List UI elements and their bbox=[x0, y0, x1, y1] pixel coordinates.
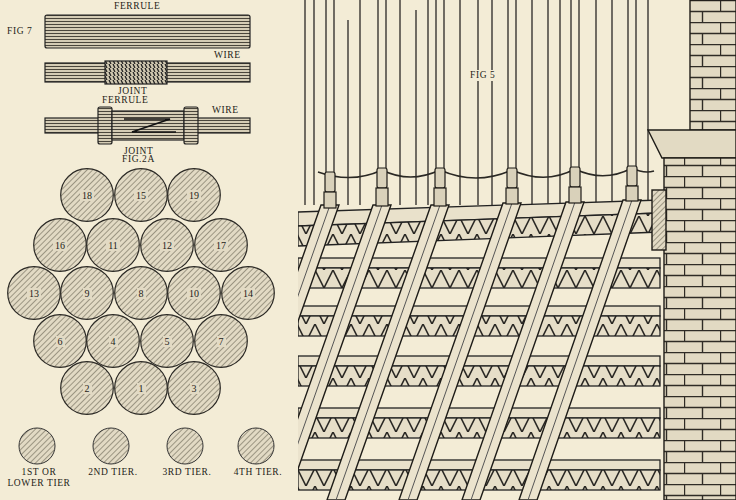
callout-number: 9 bbox=[83, 288, 92, 299]
wire-strand: 17 bbox=[194, 218, 248, 272]
callout-number: 2 bbox=[83, 383, 92, 394]
part-label: FERRULE bbox=[100, 95, 150, 106]
callout-number: 5 bbox=[163, 336, 172, 347]
wire-strand: 13 bbox=[7, 266, 61, 320]
wire-strand: 4 bbox=[86, 314, 140, 368]
wire-strand: 8 bbox=[114, 266, 168, 320]
wire-strand: 11 bbox=[86, 218, 140, 272]
callout-number: 3 bbox=[190, 383, 199, 394]
strand-circle bbox=[87, 219, 140, 272]
wire-strand: 2 bbox=[60, 361, 114, 415]
wire-strand: 5 bbox=[140, 314, 194, 368]
callout-number: 14 bbox=[241, 288, 255, 299]
callout-number: 18 bbox=[80, 190, 94, 201]
callout-number: 11 bbox=[106, 240, 120, 251]
strand-circle bbox=[195, 315, 248, 368]
strand-circle bbox=[34, 315, 87, 368]
wire-strand: 15 bbox=[114, 168, 168, 222]
fig5-bridge-drawing bbox=[298, 0, 736, 500]
callout-number: 8 bbox=[137, 288, 146, 299]
fig7-drawing bbox=[45, 15, 250, 144]
strand-circle bbox=[115, 267, 168, 320]
strand-circle bbox=[168, 169, 221, 222]
wire-strand: 12 bbox=[140, 218, 194, 272]
tier-label: 4TH TIER. bbox=[224, 467, 292, 478]
figure-label: FIG.2A bbox=[120, 154, 157, 165]
strand-circle bbox=[61, 362, 114, 415]
callout-number: 6 bbox=[56, 336, 65, 347]
strand-circle bbox=[87, 315, 140, 368]
tier-label: 1ST OR LOWER TIER bbox=[5, 467, 73, 489]
wire-strand: 3 bbox=[167, 361, 221, 415]
callout-number: 12 bbox=[160, 240, 174, 251]
figure-label: FIG 7 bbox=[5, 26, 34, 37]
wire-strand: 10 bbox=[167, 266, 221, 320]
callout-number: 19 bbox=[187, 190, 201, 201]
wire-strand: 16 bbox=[33, 218, 87, 272]
callout-number: 17 bbox=[214, 240, 228, 251]
strand-circle bbox=[8, 267, 61, 320]
wire-strand: 19 bbox=[167, 168, 221, 222]
wire-strand: 14 bbox=[221, 266, 275, 320]
wire-strand: 9 bbox=[60, 266, 114, 320]
strand-circle bbox=[168, 267, 221, 320]
callout-number: 4 bbox=[109, 336, 118, 347]
strand-circle bbox=[222, 267, 275, 320]
strand-circle bbox=[195, 219, 248, 272]
figure-label: FIG 5 bbox=[468, 70, 497, 81]
part-label: WIRE bbox=[212, 50, 243, 61]
tier-label: 2ND TIER. bbox=[79, 467, 147, 478]
tier-samples bbox=[19, 428, 274, 464]
callout-number: 1 bbox=[137, 383, 146, 394]
callout-number: 15 bbox=[134, 190, 148, 201]
strand-circle bbox=[34, 219, 87, 272]
callout-number: 7 bbox=[217, 336, 226, 347]
tier-label: 3RD TIER. bbox=[153, 467, 221, 478]
wire-strand: 1 bbox=[114, 361, 168, 415]
strand-circle bbox=[115, 169, 168, 222]
callout-number: 10 bbox=[187, 288, 201, 299]
strand-circle bbox=[61, 169, 114, 222]
strand-circle bbox=[61, 267, 114, 320]
wire-strand: 6 bbox=[33, 314, 87, 368]
strand-circle bbox=[141, 315, 194, 368]
callout-number: 13 bbox=[27, 288, 41, 299]
wire-strand: 7 bbox=[194, 314, 248, 368]
wire-strand: 18 bbox=[60, 168, 114, 222]
strand-circle bbox=[141, 219, 194, 272]
callout-number: 16 bbox=[53, 240, 67, 251]
part-label: FERRULE bbox=[112, 1, 162, 12]
strand-circle bbox=[168, 362, 221, 415]
strand-circle bbox=[115, 362, 168, 415]
part-label: WIRE bbox=[210, 105, 241, 116]
